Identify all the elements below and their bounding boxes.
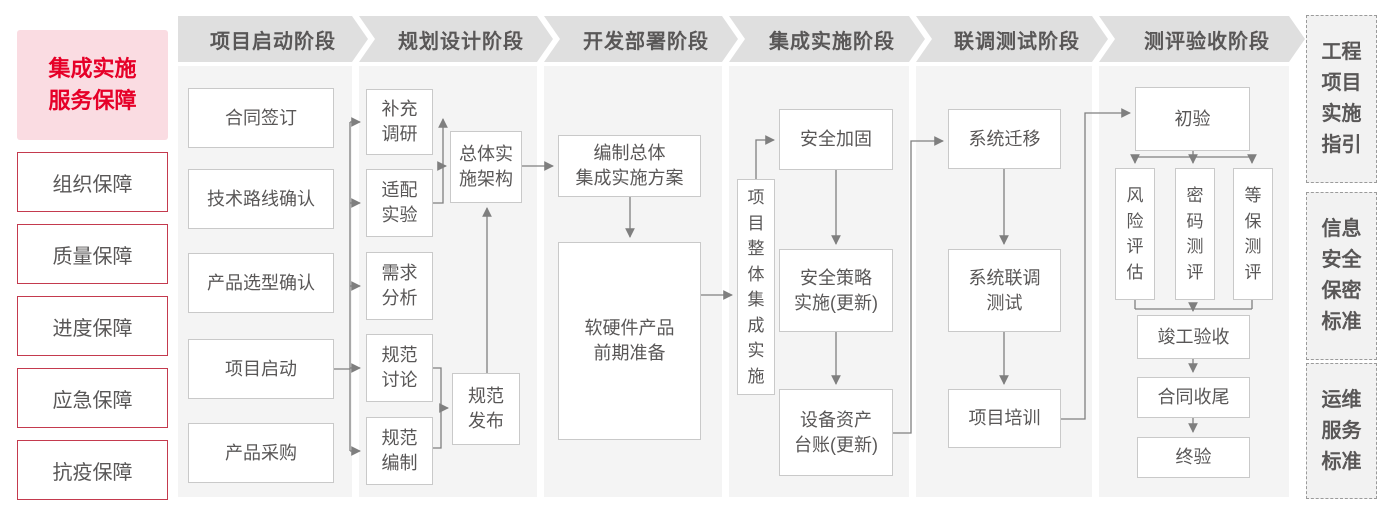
node-overall-plan: 编制总体 集成实施方案 [558, 135, 701, 197]
node-joint-debugging: 系统联调 测试 [948, 249, 1061, 332]
node-risk-assessment: 风 险 评 估 [1115, 168, 1155, 300]
node-product-procurement: 产品采购 [188, 423, 334, 483]
phase-header-planning: 规划设计阶段 [359, 16, 553, 62]
node-contract-signing: 合同签订 [188, 88, 334, 148]
node-mlps-evaluation: 等 保 测 评 [1233, 168, 1273, 300]
node-spec-discussion: 规范 讨论 [366, 334, 433, 402]
node-spec-drafting: 规范 编制 [366, 417, 433, 485]
node-tech-route-confirm: 技术路线确认 [188, 169, 334, 229]
phase-header-kickoff: 项目启动阶段 [178, 16, 368, 62]
phase-header-acceptance: 测评验收阶段 [1099, 16, 1305, 62]
sidebar-item-epidemic: 抗疫保障 [17, 440, 168, 500]
node-asset-ledger-update: 设备资产 台账(更新) [779, 389, 893, 476]
node-project-kickoff: 项目启动 [188, 339, 334, 399]
node-initial-acceptance: 初验 [1135, 87, 1250, 151]
node-product-selection-confirm: 产品选型确认 [188, 253, 334, 313]
node-product-preparation: 软硬件产品 前期准备 [558, 242, 701, 440]
sidebar-item-schedule: 进度保障 [17, 296, 168, 356]
node-spec-release: 规范 发布 [452, 373, 520, 445]
phase-header-testing: 联调测试阶段 [916, 16, 1108, 62]
node-overall-integration: 项 目 整 体 集 成 实 施 [737, 179, 775, 395]
phase-header-integration: 集成实施阶段 [729, 16, 925, 62]
node-crypto-evaluation: 密 码 测 评 [1175, 168, 1215, 300]
reference-card-ops-standard: 运维 服务 标准 [1306, 363, 1377, 499]
node-adaptation-test: 适配 实验 [366, 169, 433, 237]
phase-header-development: 开发部署阶段 [544, 16, 738, 62]
node-contract-closure: 合同收尾 [1137, 377, 1250, 418]
node-requirement-analysis: 需求 分析 [366, 252, 433, 320]
node-system-migration: 系统迁移 [948, 109, 1061, 169]
node-supplementary-research: 补充 调研 [366, 89, 433, 155]
node-project-training: 项目培训 [948, 389, 1061, 448]
sidebar-item-emergency: 应急保障 [17, 368, 168, 428]
node-completion-acceptance: 竣工验收 [1137, 315, 1250, 359]
node-security-policy-update: 安全策略 实施(更新) [779, 249, 893, 332]
node-final-acceptance: 终验 [1137, 437, 1250, 478]
node-overall-architecture: 总体实 施架构 [450, 131, 522, 203]
reference-card-project-guide: 工程 项目 实施 指引 [1306, 15, 1377, 183]
node-security-hardening: 安全加固 [779, 109, 893, 170]
sidebar-title-integration-service: 集成实施 服务保障 [17, 30, 168, 140]
sidebar-item-quality: 质量保障 [17, 224, 168, 284]
sidebar-item-organization: 组织保障 [17, 152, 168, 212]
reference-card-security-standard: 信息 安全 保密 标准 [1306, 192, 1377, 360]
